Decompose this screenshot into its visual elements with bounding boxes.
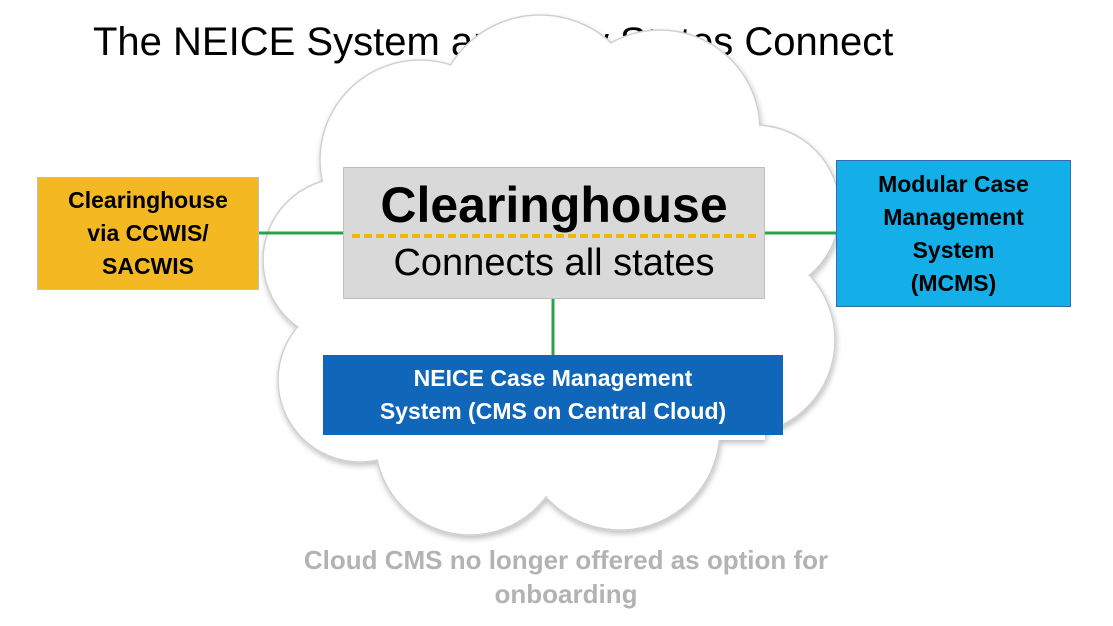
box-line: Management (883, 203, 1024, 230)
box-line: Modular Case (878, 170, 1029, 197)
box-line: SACWIS (102, 253, 194, 279)
footnote-line: Cloud CMS no longer offered as option fo… (303, 545, 829, 575)
box-line: via CCWIS/ (87, 220, 209, 246)
box-line: (MCMS) (910, 269, 997, 296)
box-line: System (CMS on Central Cloud) (379, 398, 727, 424)
footnote-line: onboarding (494, 579, 638, 609)
neice-cms-box: NEICE Case Management System (CMS on Cen… (323, 355, 783, 435)
clearinghouse-hub-box: Clearinghouse Connects all states (343, 167, 765, 299)
hub-title: Clearinghouse (380, 177, 728, 233)
hub-subtitle: Connects all states (393, 242, 715, 284)
clearinghouse-ccwis-box: Clearinghouse via CCWIS/ SACWIS (37, 177, 259, 290)
hub-dashed-underline (352, 234, 756, 238)
box-line: System (912, 236, 995, 263)
footnote: Cloud CMS no longer offered as option fo… (266, 543, 866, 611)
box-line: NEICE Case Management (413, 365, 693, 391)
box-line: Clearinghouse (68, 187, 228, 213)
mcms-box: Modular Case Management System (MCMS) (836, 160, 1071, 307)
